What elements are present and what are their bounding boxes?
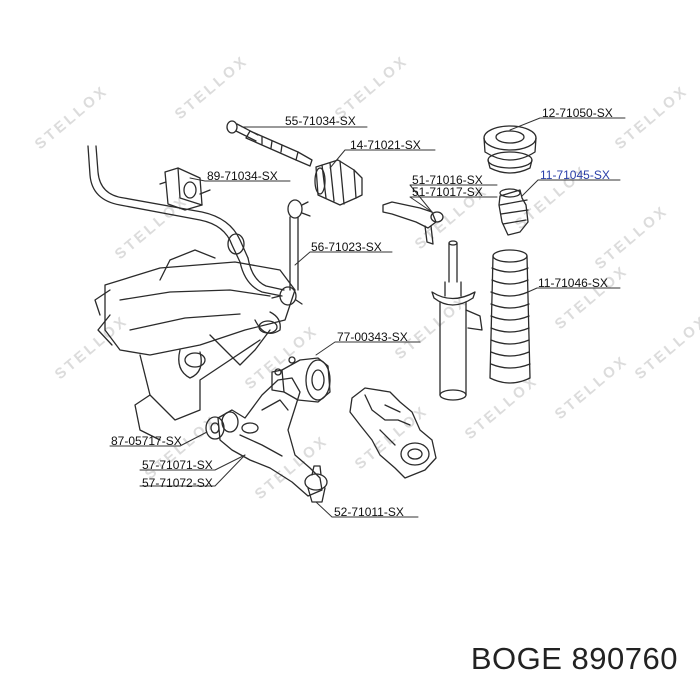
watermark-text: STELLOX	[552, 352, 632, 423]
lower-control-arm	[217, 377, 323, 497]
part-reference: BOGE 890760	[471, 641, 678, 677]
watermark-text: STELLOX	[172, 52, 252, 123]
part-label-12-71050-sx: 12-71050-SX	[542, 106, 613, 120]
part-label-77-00343-sx: 77-00343-SX	[337, 330, 408, 344]
watermark-text: STELLOX	[392, 292, 472, 363]
watermark-text: STELLOX	[592, 202, 672, 273]
watermark-text: STELLOX	[352, 402, 432, 473]
leader-lines	[109, 117, 626, 518]
tie-rod	[226, 120, 313, 167]
control-arm-rear-bushing	[271, 356, 331, 403]
brand-name: BOGE	[470, 641, 563, 676]
watermark-text: STELLOX	[632, 312, 700, 383]
ball-joint	[304, 465, 328, 503]
watermark-text: STELLOX	[242, 322, 322, 393]
control-arm-front-bushing	[205, 411, 239, 440]
part-label-11-71046-sx: 11-71046-SX	[538, 276, 608, 290]
part-label-56-71023-sx: 56-71023-SX	[311, 240, 382, 254]
part-number: 890760	[571, 641, 678, 676]
stabilizer-link	[271, 199, 311, 306]
dust-boot	[489, 249, 531, 384]
subframe	[94, 249, 296, 441]
tie-rod-end	[382, 201, 444, 245]
part-label-57-71071-sx: 57-71071-SX	[142, 458, 213, 472]
part-label-11-71045-sx-highlighted: 11-71045-SX	[540, 168, 610, 182]
bump-stop	[498, 188, 529, 236]
shock-absorber	[431, 240, 483, 401]
strut-top-mount	[483, 125, 537, 174]
part-label-52-71011-sx: 52-71011-SX	[334, 505, 404, 519]
watermark-text: STELLOX	[52, 312, 132, 383]
stabilizer-bar	[87, 145, 285, 297]
part-label-14-71021-sx: 14-71021-SX	[350, 138, 421, 152]
part-label-51-71017-sx: 51-71017-SX	[412, 185, 483, 199]
steering-boot	[314, 159, 363, 206]
stabilizer-bushing	[159, 167, 211, 211]
part-label-87-05717-sx: 87-05717-SX	[111, 434, 182, 448]
watermark-text: STELLOX	[552, 262, 632, 333]
watermark-text: STELLOX	[332, 52, 412, 123]
steering-knuckle	[349, 387, 437, 479]
part-label-89-71034-sx: 89-71034-SX	[207, 169, 278, 183]
part-label-51-71016-sx: 51-71016-SX	[412, 173, 483, 187]
watermark-text: STELLOX	[32, 82, 112, 153]
part-label-57-71072-sx: 57-71072-SX	[142, 476, 213, 490]
part-label-55-71034-sx: 55-71034-SX	[285, 114, 356, 128]
